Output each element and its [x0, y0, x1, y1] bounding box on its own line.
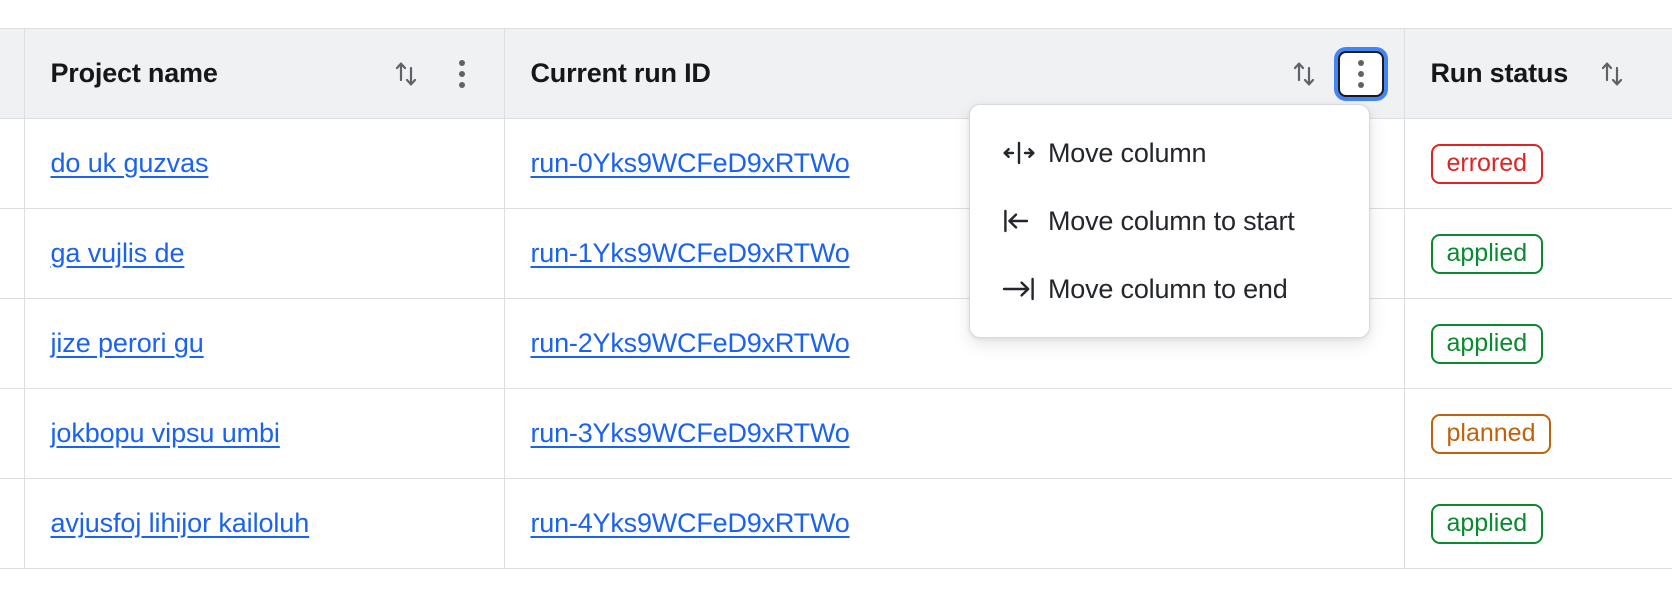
sort-updown-icon-button-status[interactable] [1590, 52, 1634, 96]
cell-current-run-id: run-4Yks9WCFeD9xRTWo [504, 478, 1405, 569]
move-column-to-end-icon [1002, 276, 1042, 302]
header-label-project-name: Project name [50, 58, 218, 88]
project-name-link[interactable]: ga vujlis de [50, 238, 185, 268]
cell-current-run-id: run-3Yks9WCFeD9xRTWo [504, 388, 1405, 479]
run-id-link[interactable]: run-1Yks9WCFeD9xRTWo [530, 238, 850, 268]
cell-project-name: avjusfoj lihijor kailoluh [24, 478, 505, 569]
cell-run-status: applied [1404, 298, 1672, 389]
cell-project-name: ga vujlis de [24, 208, 505, 299]
cell-run-status: planned [1404, 388, 1672, 479]
row-gutter-cell [0, 118, 25, 209]
menu-item-label: Move column to end [1048, 273, 1288, 304]
table-body: do uk guzvas run-0Yks9WCFeD9xRTWo errore… [0, 118, 1672, 569]
kebab-menu-button-runid[interactable] [1337, 50, 1384, 97]
row-gutter-cell [0, 388, 25, 479]
sort-updown-icon-button-project[interactable] [384, 52, 428, 96]
header-label-run-status: Run status [1430, 58, 1569, 88]
run-id-link[interactable]: run-0Yks9WCFeD9xRTWo [530, 148, 850, 178]
menu-item-move-column[interactable]: Move column [970, 119, 1369, 187]
cell-run-status: applied [1404, 208, 1672, 299]
move-column-icon [1002, 140, 1042, 166]
row-gutter-cell [0, 298, 25, 389]
project-name-link[interactable]: do uk guzvas [50, 148, 209, 178]
projects-table-container: Project name [0, 28, 1672, 569]
table-row: do uk guzvas run-0Yks9WCFeD9xRTWo errore… [0, 118, 1672, 209]
menu-item-label: Move column [1048, 137, 1207, 168]
cell-project-name: do uk guzvas [24, 118, 505, 209]
sort-updown-icon [395, 62, 416, 85]
sort-updown-icon [1601, 62, 1623, 85]
project-name-link[interactable]: avjusfoj lihijor kailoluh [50, 508, 310, 538]
cell-run-status: applied [1404, 478, 1672, 569]
move-column-to-start-icon [1002, 208, 1042, 234]
menu-item-move-column-to-end[interactable]: Move column to end [970, 255, 1369, 323]
column-context-menu: Move column Move column to start [969, 104, 1370, 338]
header-cell-run-status: Run status [1404, 28, 1672, 119]
kebab-menu-button-project[interactable] [440, 52, 484, 96]
menu-item-label: Move column to start [1048, 205, 1295, 236]
table-header: Project name [0, 28, 1672, 119]
status-badge: applied [1430, 233, 1544, 274]
sort-updown-icon [1293, 62, 1314, 85]
table-row: jize perori gu run-2Yks9WCFeD9xRTWo appl… [0, 298, 1672, 389]
run-id-link[interactable]: run-2Yks9WCFeD9xRTWo [530, 328, 850, 358]
header-cell-project-name: Project name [24, 28, 505, 119]
row-gutter-cell [0, 478, 25, 569]
run-id-link[interactable]: run-3Yks9WCFeD9xRTWo [530, 418, 850, 448]
row-gutter-cell [0, 208, 25, 299]
menu-item-move-column-to-start[interactable]: Move column to start [970, 187, 1369, 255]
header-label-current-run-id: Current run ID [530, 58, 711, 88]
projects-table: Project name [0, 28, 1672, 569]
project-name-link[interactable]: jize perori gu [50, 328, 204, 358]
project-name-link[interactable]: jokbopu vipsu umbi [50, 418, 280, 448]
cell-project-name: jize perori gu [24, 298, 505, 389]
status-badge: planned [1430, 413, 1552, 454]
kebab-menu-icon [458, 59, 465, 88]
table-header-row: Project name [0, 28, 1672, 119]
table-row: ga vujlis de run-1Yks9WCFeD9xRTWo applie… [0, 208, 1672, 299]
table-row: jokbopu vipsu umbi run-3Yks9WCFeD9xRTWo … [0, 388, 1672, 479]
status-badge: applied [1430, 323, 1544, 364]
sort-updown-icon-button-runid[interactable] [1282, 52, 1326, 96]
status-badge: applied [1430, 503, 1544, 544]
header-cell-gutter [0, 28, 25, 119]
table-row: avjusfoj lihijor kailoluh run-4Yks9WCFeD… [0, 478, 1672, 569]
cell-project-name: jokbopu vipsu umbi [24, 388, 505, 479]
cell-run-status: errored [1404, 118, 1672, 209]
status-badge: errored [1430, 143, 1544, 184]
kebab-menu-icon [1357, 59, 1364, 88]
run-id-link[interactable]: run-4Yks9WCFeD9xRTWo [530, 508, 850, 538]
header-cell-current-run-id: Current run ID [504, 28, 1405, 119]
